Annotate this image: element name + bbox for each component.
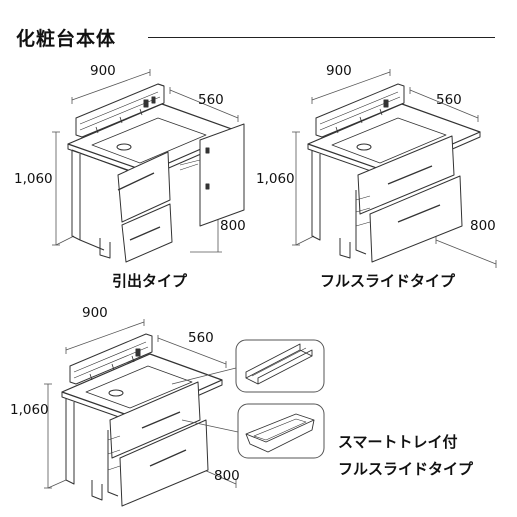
dim-height: 1,060 <box>14 171 53 187</box>
caption-fullslide-type: フルスライドタイプ <box>320 272 456 290</box>
cabinet-body <box>311 150 321 241</box>
drawer-lower <box>369 175 463 263</box>
dimension-lines <box>292 69 497 268</box>
backsplash-panel <box>75 83 165 138</box>
backsplash-panel <box>315 83 405 138</box>
dim-height-lower: 800 <box>220 218 246 234</box>
dim-height: 1,060 <box>10 402 49 418</box>
tray-divider-insert-icon <box>245 343 313 385</box>
basin <box>85 365 193 409</box>
backsplash-panel <box>69 333 153 385</box>
page-title: 化粧台本体 <box>16 28 117 50</box>
dim-width: 900 <box>82 305 108 321</box>
caption-smart-tray-line2: フルスライドタイプ <box>338 460 474 478</box>
dim-height-lower: 800 <box>214 468 240 484</box>
drawer-upper <box>117 151 171 223</box>
basin <box>91 117 207 164</box>
caption-drawer-type: 引出タイプ <box>112 272 188 290</box>
dim-height: 1,060 <box>256 171 295 187</box>
dim-depth: 560 <box>436 92 462 108</box>
unit-smart-tray-type <box>44 319 325 507</box>
drawer-lower <box>119 419 209 507</box>
unit-drawer-type <box>52 69 245 263</box>
tray-divider-callout <box>235 339 325 393</box>
dim-width: 900 <box>326 63 352 79</box>
callout-leaders <box>171 367 239 433</box>
basin <box>331 117 447 164</box>
dim-height-lower: 800 <box>470 218 496 234</box>
smart-tray-icon <box>245 413 315 453</box>
title-divider <box>148 37 495 38</box>
dim-depth: 560 <box>188 330 214 346</box>
dimension-lines <box>44 319 237 489</box>
open-door <box>199 123 245 227</box>
unit-fullslide-type <box>292 69 497 268</box>
drawer-upper <box>109 381 201 459</box>
caption-smart-tray-line1: スマートトレイ付 <box>338 433 458 451</box>
cabinet-body <box>65 398 75 485</box>
dim-depth: 560 <box>198 92 224 108</box>
drawer-upper <box>357 135 455 215</box>
smart-tray-callout <box>237 403 325 459</box>
dim-width: 900 <box>90 63 116 79</box>
